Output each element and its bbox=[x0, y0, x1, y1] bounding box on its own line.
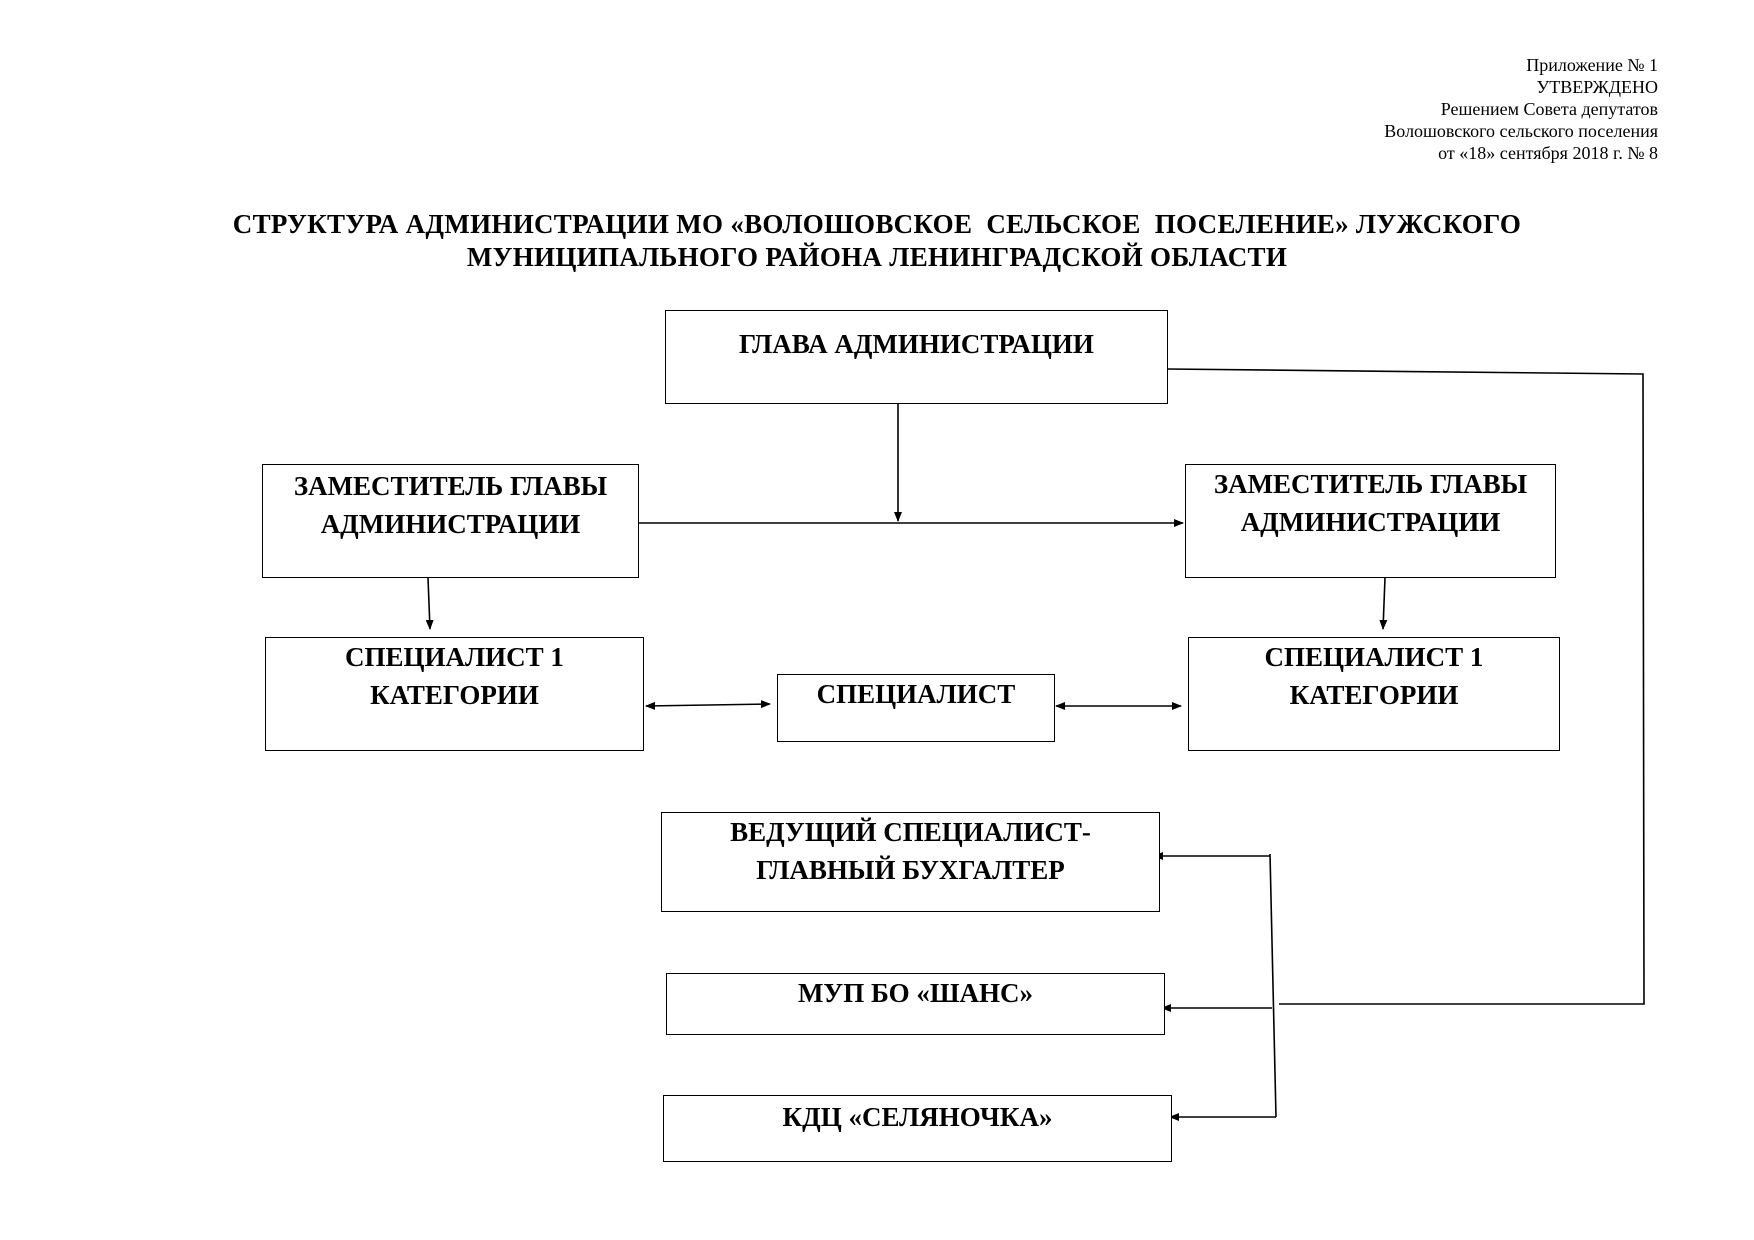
node-label-line: ГЛАВНЫЙ БУХГАЛТЕР bbox=[756, 855, 1065, 885]
node-chief-accountant: ВЕДУЩИЙ СПЕЦИАЛИСТ- ГЛАВНЫЙ БУХГАЛТЕР bbox=[661, 812, 1160, 912]
node-label-line: ГЛАВА АДМИНИСТРАЦИИ bbox=[739, 329, 1094, 359]
node-label-line: ЗАМЕСТИТЕЛЬ ГЛАВЫ bbox=[293, 471, 608, 501]
page-title-line-1: СТРУКТУРА АДМИНИСТРАЦИИ МО «ВОЛОШОВСКОЕ … bbox=[232, 209, 1522, 239]
node-label-line: АДМИНИСТРАЦИИ bbox=[1240, 507, 1501, 537]
node-head-of-administration: ГЛАВА АДМИНИСТРАЦИИ bbox=[665, 310, 1168, 404]
node-label-line: ВЕДУЩИЙ СПЕЦИАЛИСТ- bbox=[730, 817, 1091, 847]
node-label-line: СПЕЦИАЛИСТ 1 bbox=[1264, 642, 1484, 672]
connector-specialist-left-center bbox=[645, 700, 771, 710]
node-label-line: ЗАМЕСТИТЕЛЬ ГЛАВЫ bbox=[1213, 469, 1528, 499]
node-label-line: СПЕЦИАЛИСТ bbox=[816, 679, 1016, 709]
node-label-line: КАТЕГОРИИ bbox=[370, 680, 539, 710]
node-specialist-center: СПЕЦИАЛИСТ bbox=[777, 674, 1055, 742]
node-label-line: АДМИНИСТРАЦИИ bbox=[320, 509, 581, 539]
node-mup-shans: МУП БО «ШАНС» bbox=[666, 973, 1165, 1035]
connector-deputy-right-to-specialist bbox=[1379, 577, 1388, 630]
approval-line-appendix: Приложение № 1 bbox=[1526, 55, 1658, 75]
approval-line-approved: УТВЕРЖДЕНО bbox=[1536, 77, 1658, 97]
approval-stamp: Приложение № 1 УТВЕРЖДЕНО Решением Совет… bbox=[1384, 54, 1658, 164]
node-kdc-selyanochka: КДЦ «СЕЛЯНОЧКА» bbox=[663, 1095, 1172, 1162]
connector-vertical-bus bbox=[1269, 853, 1277, 1118]
approval-line-council: Волошовского сельского поселения bbox=[1384, 121, 1658, 141]
node-deputy-head-left: ЗАМЕСТИТЕЛЬ ГЛАВЫ АДМИНИСТРАЦИИ bbox=[262, 464, 639, 578]
node-label-line: КДЦ «СЕЛЯНОЧКА» bbox=[782, 1102, 1053, 1132]
page-title: СТРУКТУРА АДМИНИСТРАЦИИ МО «ВОЛОШОВСКОЕ … bbox=[0, 208, 1754, 274]
page-title-line-2: МУНИЦИПАЛЬНОГО РАЙОНА ЛЕНИНГРАДСКОЙ ОБЛА… bbox=[466, 242, 1288, 272]
connector-head-to-right-bus bbox=[1166, 368, 1645, 1005]
node-specialist-right: СПЕЦИАЛИСТ 1 КАТЕГОРИИ bbox=[1188, 637, 1560, 751]
node-label-line: КАТЕГОРИИ bbox=[1289, 680, 1459, 710]
node-specialist-left: СПЕЦИАЛИСТ 1 КАТЕГОРИИ bbox=[265, 637, 644, 751]
node-deputy-head-right: ЗАМЕСТИТЕЛЬ ГЛАВЫ АДМИНИСТРАЦИИ bbox=[1185, 464, 1556, 578]
approval-line-date: от «18» сентября 2018 г. № 8 bbox=[1438, 143, 1658, 163]
approval-line-decision: Решением Совета депутатов bbox=[1440, 99, 1658, 119]
connector-deputy-left-to-specialist bbox=[425, 577, 434, 630]
node-label-line: МУП БО «ШАНС» bbox=[797, 978, 1034, 1008]
node-label-line: СПЕЦИАЛИСТ 1 bbox=[345, 642, 564, 672]
